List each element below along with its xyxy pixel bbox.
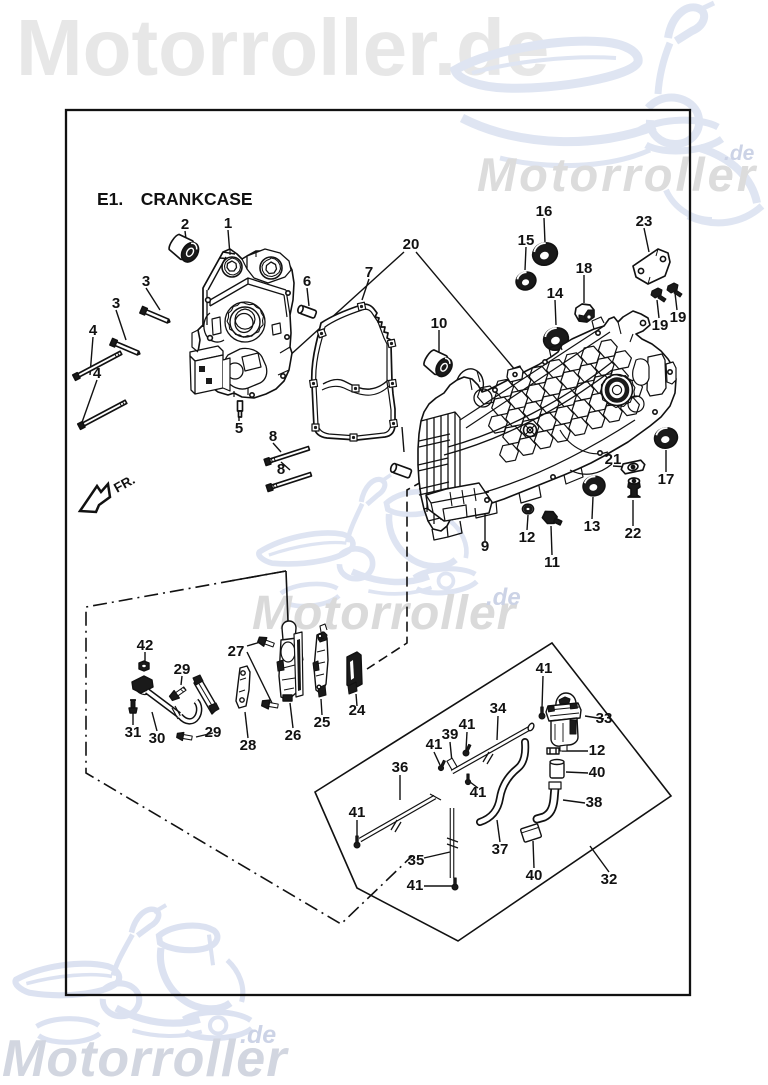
- svg-text:Motorroller: Motorroller: [2, 1030, 289, 1085]
- svg-text:42: 42: [137, 637, 154, 654]
- svg-text:36: 36: [392, 759, 409, 776]
- svg-text:E1. CRANKCASE: E1. CRANKCASE: [97, 189, 253, 209]
- svg-text:.de: .de: [486, 584, 521, 611]
- svg-text:14: 14: [547, 285, 564, 302]
- svg-text:29: 29: [205, 724, 222, 741]
- svg-text:11: 11: [544, 554, 560, 571]
- svg-text:12: 12: [589, 742, 606, 759]
- svg-text:37: 37: [492, 841, 509, 858]
- svg-text:28: 28: [240, 737, 257, 754]
- svg-text:15: 15: [518, 232, 535, 249]
- svg-text:35: 35: [408, 852, 425, 869]
- svg-text:24: 24: [349, 702, 366, 719]
- svg-text:30: 30: [149, 730, 166, 747]
- svg-text:6: 6: [303, 273, 311, 290]
- svg-text:4: 4: [89, 322, 98, 339]
- svg-text:3: 3: [112, 295, 120, 312]
- svg-text:16: 16: [536, 203, 553, 220]
- svg-text:9: 9: [481, 538, 489, 555]
- svg-text:22: 22: [625, 525, 642, 542]
- svg-text:41: 41: [349, 804, 366, 821]
- svg-text:32: 32: [601, 871, 618, 888]
- svg-text:4: 4: [93, 365, 102, 382]
- svg-text:10: 10: [431, 315, 448, 332]
- svg-text:Motorroller: Motorroller: [477, 148, 758, 201]
- svg-text:38: 38: [586, 794, 603, 811]
- svg-text:27: 27: [228, 643, 245, 660]
- svg-text:23: 23: [636, 213, 653, 230]
- svg-text:1: 1: [224, 215, 232, 232]
- svg-text:26: 26: [285, 727, 302, 744]
- svg-text:17: 17: [658, 471, 675, 488]
- svg-text:40: 40: [589, 764, 606, 781]
- svg-text:8: 8: [277, 461, 285, 478]
- svg-text:41: 41: [426, 736, 443, 753]
- svg-text:41: 41: [536, 660, 553, 677]
- svg-text:19: 19: [652, 317, 669, 334]
- svg-text:7: 7: [365, 264, 373, 281]
- svg-text:29: 29: [174, 661, 191, 678]
- svg-text:.de: .de: [724, 142, 755, 165]
- svg-text:3: 3: [142, 273, 150, 290]
- svg-text:21: 21: [605, 451, 622, 468]
- svg-text:39: 39: [442, 726, 459, 743]
- svg-text:40: 40: [526, 867, 543, 884]
- svg-text:19: 19: [670, 309, 687, 326]
- svg-text:FR.: FR.: [111, 472, 137, 496]
- svg-text:12: 12: [519, 529, 536, 546]
- svg-text:31: 31: [125, 724, 142, 741]
- svg-text:5: 5: [235, 420, 243, 437]
- svg-text:20: 20: [403, 236, 420, 253]
- svg-text:41: 41: [459, 716, 476, 733]
- svg-text:25: 25: [314, 714, 331, 731]
- svg-text:13: 13: [584, 518, 601, 535]
- svg-text:8: 8: [269, 428, 277, 445]
- svg-text:41: 41: [407, 877, 424, 894]
- svg-text:41: 41: [470, 784, 487, 801]
- svg-text:.de: .de: [240, 1021, 276, 1049]
- svg-text:18: 18: [576, 260, 593, 277]
- svg-text:2: 2: [181, 216, 189, 233]
- svg-text:34: 34: [490, 700, 507, 717]
